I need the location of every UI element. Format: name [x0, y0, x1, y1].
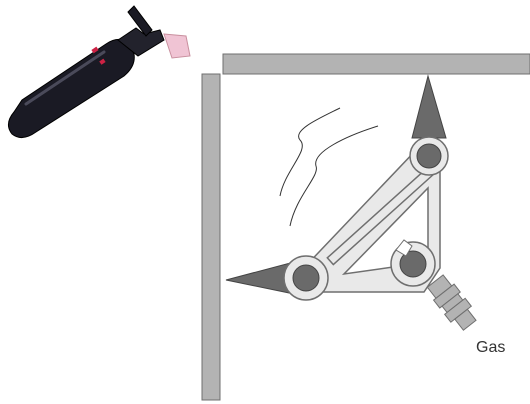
- top-ring-core: [416, 143, 442, 169]
- top-wall: [222, 53, 530, 75]
- gas-inlet-notch: [395, 239, 413, 257]
- torch-neck: [117, 27, 165, 57]
- left-wall: [201, 73, 221, 401]
- wall-corner: [201, 53, 530, 401]
- torch-switch-2: [99, 58, 106, 65]
- top-cone: [411, 74, 447, 139]
- torch-nozzle: [163, 33, 191, 59]
- gas-fitting: [426, 274, 477, 331]
- triangular-jig: [225, 74, 477, 331]
- torch-switch: [91, 46, 99, 54]
- gas-label: Gas: [476, 339, 505, 356]
- torch-handle: [8, 38, 135, 138]
- gas-inlet-core: [399, 250, 427, 278]
- gas-flow-lines: [279, 107, 379, 227]
- tig-welding-torch-icon: [8, 5, 191, 138]
- left-ring-core: [292, 264, 320, 292]
- torch-highlight: [24, 50, 106, 106]
- torch-back-cap: [127, 5, 153, 37]
